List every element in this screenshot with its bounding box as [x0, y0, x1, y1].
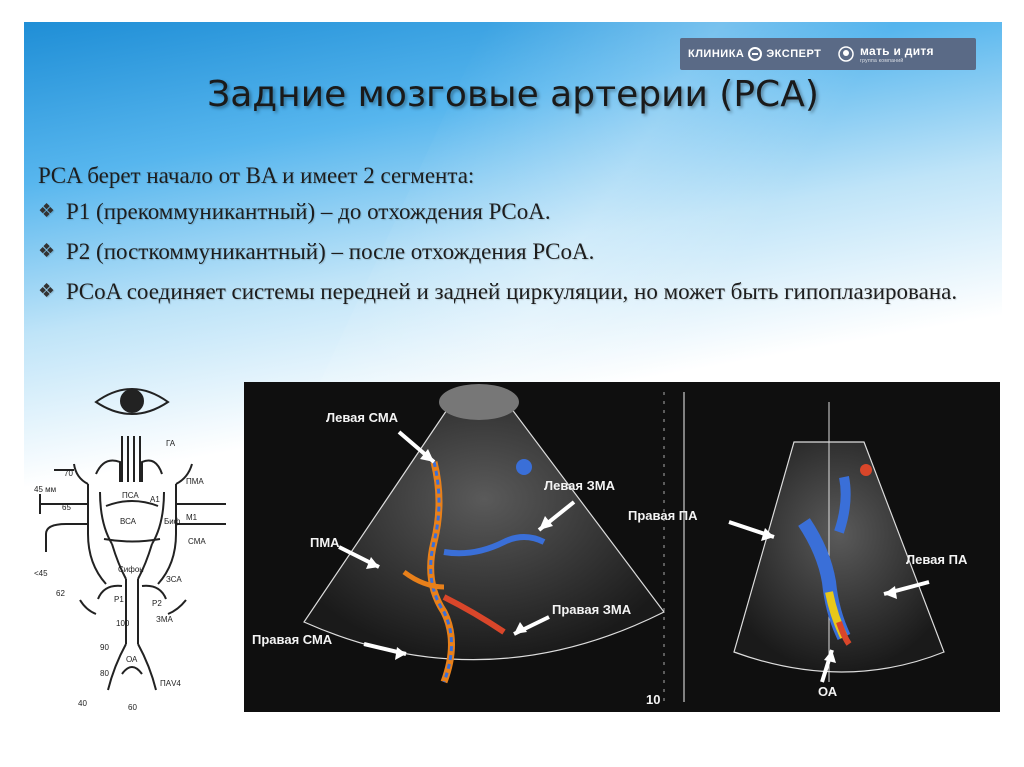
- svg-text:ЗСА: ЗСА: [166, 575, 182, 584]
- logo-mat-i-ditya: мать и дитя группа компаний: [838, 44, 934, 64]
- svg-text:А1: А1: [150, 495, 160, 504]
- svg-text:80: 80: [100, 669, 109, 678]
- ultrasound-image-panel: Левая СМА Левая ЗМА ПМА Правая ЗМА Права…: [244, 382, 1000, 712]
- logo-klinika-text: КЛИНИКА: [688, 48, 745, 60]
- svg-text:ПСА: ПСА: [122, 491, 139, 500]
- bullet-text: P1 (прекоммуникантный) – до отхождения P…: [66, 199, 551, 225]
- intro-text: PCA берет начало от BA и имеет 2 сегмент…: [38, 163, 475, 188]
- drop-logo-icon: [838, 46, 854, 62]
- logo-bar: КЛИНИКА ЭКСПЕРТ мать и дитя группа компа…: [680, 38, 976, 70]
- logo-sub-text: группа компаний: [860, 58, 904, 64]
- logo-expert-text: ЭКСПЕРТ: [766, 48, 822, 60]
- label-left-pa: Левая ПА: [906, 552, 968, 567]
- svg-text:P1: P1: [114, 595, 124, 604]
- svg-text:ОА: ОА: [126, 655, 138, 664]
- label-right-sma: Правая СМА: [252, 632, 333, 647]
- svg-text:ГА: ГА: [166, 439, 176, 448]
- label-oa: ОА: [818, 684, 838, 699]
- diamond-bullet-icon: ❖: [38, 281, 56, 303]
- label-left-sma: Левая СМА: [326, 410, 399, 425]
- logo-mat-text: мать и дитя: [860, 44, 934, 58]
- bullet-list: ❖ P1 (прекоммуникантный) – до отхождения…: [38, 198, 988, 306]
- svg-text:P2: P2: [152, 599, 162, 608]
- svg-text:90: 90: [100, 643, 109, 652]
- svg-text:Биф: Биф: [164, 517, 181, 526]
- right-ultrasound-scan: [733, 402, 945, 682]
- svg-text:ПАV4: ПАV4: [160, 679, 181, 688]
- label-right-pa: Правая ПА: [628, 508, 698, 523]
- bullet-text: PCoA соединяет системы передней и задней…: [66, 279, 958, 305]
- svg-text:<45: <45: [34, 569, 48, 578]
- svg-text:М1: М1: [186, 513, 198, 522]
- bullet-item: ❖ P2 (посткоммуникантный) – после отхожд…: [38, 238, 988, 266]
- bullet-text: P2 (посткоммуникантный) – после отхожден…: [66, 239, 595, 265]
- svg-text:ЗМА: ЗМА: [156, 615, 173, 624]
- svg-text:СМА: СМА: [188, 537, 206, 546]
- label-pma: ПМА: [310, 535, 340, 550]
- bullet-item: ❖ P1 (прекоммуникантный) – до отхождения…: [38, 198, 988, 226]
- svg-text:65: 65: [62, 503, 71, 512]
- eye-icon: [94, 388, 170, 415]
- svg-text:ПМА: ПМА: [186, 477, 204, 486]
- label-left-zma: Левая ЗМА: [544, 478, 616, 493]
- svg-text:ВСА: ВСА: [120, 517, 137, 526]
- slide: КЛИНИКА ЭКСПЕРТ мать и дитя группа компа…: [24, 22, 1002, 746]
- body-text: PCA берет начало от BA и имеет 2 сегмент…: [38, 162, 988, 318]
- svg-text:45 мм: 45 мм: [34, 485, 56, 494]
- svg-text:62: 62: [56, 589, 65, 598]
- svg-text:60: 60: [128, 703, 137, 712]
- slide-title: Задние мозговые артерии (PCA): [207, 74, 819, 115]
- diamond-bullet-icon: ❖: [38, 241, 56, 263]
- diamond-bullet-icon: ❖: [38, 201, 56, 223]
- left-ultrasound-scan: [303, 384, 665, 684]
- label-scale: 10: [646, 692, 660, 707]
- svg-text:70: 70: [64, 469, 73, 478]
- bullet-item: ❖ PCoA соединяет системы передней и задн…: [38, 278, 988, 306]
- artery-schematic-diagram: ГА ПМА ПСА А1 ВСА Биф М1 СМА Сифон ЗСА З…: [34, 388, 226, 712]
- label-right-zma: Правая ЗМА: [552, 602, 632, 617]
- logo-klinika-expert: КЛИНИКА ЭКСПЕРТ: [680, 47, 838, 61]
- svg-text:100: 100: [116, 619, 130, 628]
- expert-logo-icon: [748, 47, 763, 61]
- svg-text:40: 40: [78, 699, 87, 708]
- svg-text:Сифон: Сифон: [118, 565, 144, 574]
